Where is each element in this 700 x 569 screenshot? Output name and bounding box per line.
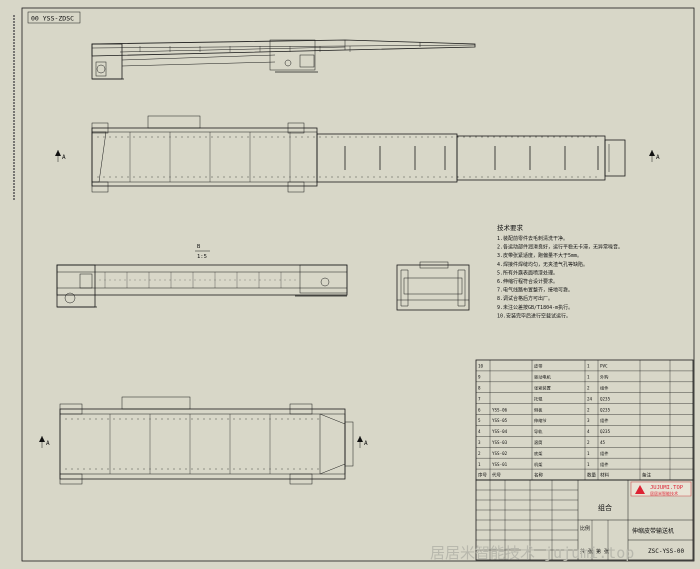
parts-cell: Q235 (600, 396, 611, 401)
parts-cell: 10 (478, 364, 484, 369)
parts-cell: 6 (478, 407, 481, 412)
parts-cell: YSS-06 (492, 407, 508, 412)
parts-cell: 机架 (534, 461, 542, 468)
parts-cell: 导轨 (534, 428, 543, 435)
tech-req-line: 10.安装完毕后进行空载试运行。 (497, 312, 571, 319)
watermark: 居居米智能技术 jujumi.top (430, 544, 634, 562)
view-arrow-right-a: A (649, 150, 660, 162)
drawing-border (21, 7, 695, 562)
parts-header-cell: 代号 (492, 472, 501, 479)
parts-cell: 皮带 (534, 363, 542, 370)
parts-cell: 1 (478, 462, 481, 467)
svg-text:JUJUMI.TOP: JUJUMI.TOP (650, 485, 684, 491)
parts-cell: 1 (587, 364, 590, 369)
parts-cell: 驱动电机 (534, 374, 552, 381)
parts-header-cell: 数量 (587, 472, 596, 479)
parts-cell: 24 (587, 396, 593, 401)
parts-cell: 1 (587, 462, 590, 467)
parts-cell: 2 (587, 440, 590, 445)
view-arrow-right-b: A (357, 436, 368, 448)
svg-text:1:5: 1:5 (197, 254, 207, 260)
parts-cell: 组件 (600, 461, 608, 468)
svg-text:A: A (46, 440, 50, 447)
parts-header-cell: 材料 (600, 472, 609, 479)
parts-header-cell: 备注 (642, 472, 651, 479)
parts-cell: 滚筒 (534, 439, 542, 446)
parts-cell: YSS-05 (492, 418, 508, 423)
top-view-collapsed (59, 396, 354, 485)
company-logo (630, 481, 692, 497)
parts-cell: 5 (478, 418, 481, 423)
parts-cell: 外购 (600, 374, 608, 381)
parts-cell: 7 (478, 396, 481, 401)
tech-req-line: 8.调试合格后方可出厂。 (497, 295, 553, 302)
drawing-number-box (27, 11, 81, 24)
parts-cell: 9 (478, 375, 481, 380)
technical-requirements: 技术要求 1.装配前零件去毛刺清洗干净。 2.各运动部件润滑良好，运行平稳无卡滞，… (497, 223, 623, 319)
parts-cell: 45 (600, 440, 606, 445)
parts-cell: 组件 (600, 417, 608, 424)
parts-header-cell: 名称 (534, 472, 543, 479)
parts-cell: 张紧装置 (534, 384, 551, 391)
parts-cell: 3 (587, 418, 590, 423)
tech-req-line: 2.各运动部件润滑良好，运行平稳无卡滞，无异常噪音。 (497, 244, 623, 251)
scale-label: 比例 (580, 525, 590, 532)
parts-cell: 底架 (534, 450, 542, 457)
parts-cell: 2 (478, 451, 481, 456)
view-arrow-left-a: A (55, 150, 66, 162)
parts-cell: PVC (600, 364, 608, 369)
front-view-extended (91, 39, 476, 80)
side-view-collapsed: B 1:5 (56, 244, 348, 308)
svg-text:B: B (197, 244, 201, 250)
parts-cell: YSS-04 (492, 429, 508, 434)
tech-req-line: 5.所有外露表面喷漆处理。 (497, 269, 558, 276)
parts-cell: 3 (478, 440, 481, 445)
parts-cell: YSS-02 (492, 451, 508, 456)
tech-req-line: 4.焊接件焊缝均匀，无夹渣气孔等缺陷。 (497, 261, 588, 268)
tech-req-line: 3.皮带张紧适度，跑偏量不大于5mm。 (497, 252, 582, 259)
tech-req-heading: 技术要求 (497, 223, 524, 232)
parts-cell: 组件 (600, 450, 608, 457)
parts-cell: YSS-03 (492, 440, 508, 445)
assembly-title: 伸缩皮带输送机 (632, 527, 674, 535)
svg-text:A: A (62, 154, 66, 161)
parts-cell: YSS-01 (492, 462, 508, 467)
svg-text:A: A (364, 440, 368, 447)
parts-cell: 1 (587, 451, 590, 456)
parts-header-cell: 序号 (478, 472, 487, 479)
parts-cell: 伸缩节 (534, 417, 547, 424)
parts-cell: 4 (478, 429, 481, 434)
parts-cell: 8 (478, 385, 481, 390)
parts-cell: 2 (587, 385, 590, 390)
tech-req-line: 1.装配前零件去毛刺清洗干净。 (497, 235, 568, 242)
parts-cell: Q235 (600, 407, 611, 412)
parts-cell: 托辊 (534, 395, 543, 402)
drawing-code: ZSC-YSS-00 (648, 548, 685, 555)
material: 组合 (598, 503, 612, 512)
parts-cell: Q235 (600, 429, 611, 434)
parts-cell: 组件 (600, 384, 608, 391)
end-section-view (396, 261, 470, 311)
tech-req-line: 6.伸缩行程符合设计要求。 (497, 278, 558, 285)
drawing-number: 00 YSS-ZDSC (31, 15, 74, 23)
logo-house-icon (635, 485, 645, 494)
tech-req-line: 9.未注公差按GB/T1804-m执行。 (497, 304, 573, 311)
title-block: 组合 伸缩皮带输送机 ZSC-YSS-00 比例 共 张 第 张 JUJUMI.… (475, 479, 694, 561)
sheet-label: 共 张 第 张 (580, 548, 609, 555)
parts-cell: 1 (587, 375, 590, 380)
top-view-extended (91, 115, 626, 193)
svg-text:A: A (656, 154, 660, 161)
parts-cell: 2 (587, 407, 590, 412)
svg-text:居居米智能技术: 居居米智能技术 (650, 490, 678, 496)
view-arrow-left-b: A (39, 436, 50, 448)
parts-cell: 侧板 (534, 406, 543, 413)
tech-req-line: 7.电气线路布置整齐，接地可靠。 (497, 287, 573, 294)
parts-cell: 4 (587, 429, 590, 434)
